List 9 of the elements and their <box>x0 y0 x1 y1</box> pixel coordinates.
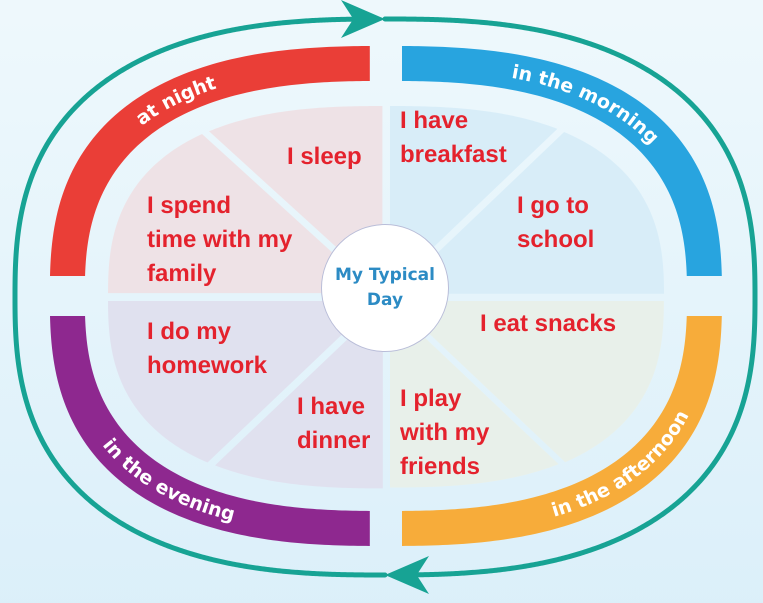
segment-label: I eat snacks <box>480 309 616 339</box>
segment-label: I do my homework <box>146 317 268 381</box>
segment-label: I go to school <box>516 190 594 255</box>
segment-label: I have breakfast <box>400 106 507 170</box>
center-title: My Typical Day <box>335 264 435 312</box>
segment-label: I have dinner <box>296 392 370 456</box>
segment-label: I sleep <box>286 142 362 172</box>
segment-label: I play with my friends <box>400 384 490 482</box>
segment-label: I spend time with my family <box>146 190 292 289</box>
